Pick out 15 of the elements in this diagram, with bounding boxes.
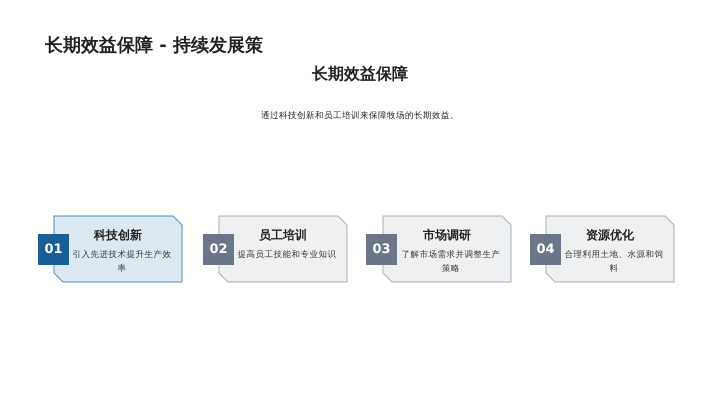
card-text: 引入先进技术提升生产效率 <box>72 249 172 276</box>
slide-title: 长期效益保障 - 持续发展策 <box>45 34 264 57</box>
card-heading: 科技创新 <box>92 227 143 244</box>
number-badge: 03 <box>366 234 397 265</box>
card-heading: 市场调研 <box>422 227 472 244</box>
card-text: 了解市场需求并调整生产策略 <box>400 248 502 276</box>
number-badge: 04 <box>530 234 561 265</box>
number-badge: 02 <box>203 234 234 265</box>
number-badge: 01 <box>38 234 69 265</box>
card-text: 提高员工技能和专业知识 <box>236 248 338 262</box>
card-text: 合理利用土地、水源和饲料 <box>564 249 664 276</box>
card-heading: 资源优化 <box>585 227 635 244</box>
description: 通过科技创新和员工培训来保障牧场的长期效益。 <box>260 110 460 122</box>
subtitle: 长期效益保障 <box>311 64 409 85</box>
card-heading: 员工培训 <box>258 227 308 244</box>
